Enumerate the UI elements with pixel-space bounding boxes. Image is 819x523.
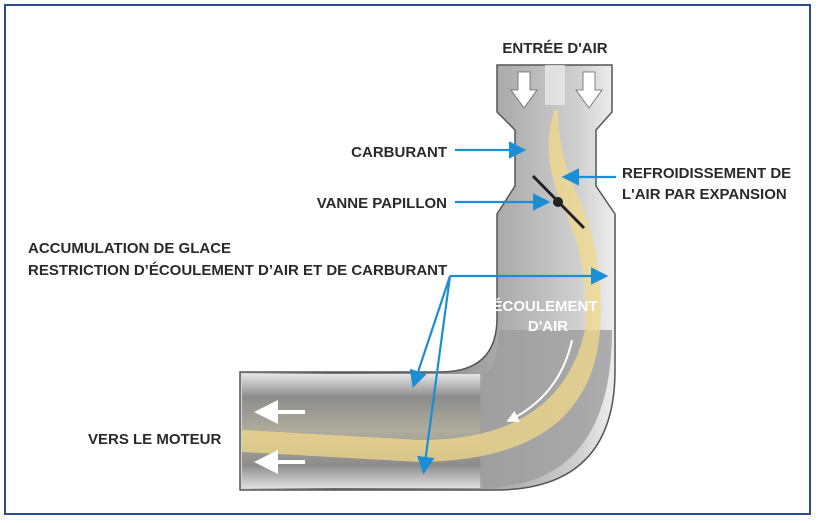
label-airflow-2: D'AIR bbox=[528, 318, 568, 335]
carburetor-pipe bbox=[239, 64, 616, 491]
label-fuel: CARBURANT bbox=[351, 144, 447, 161]
down-arrow-icon bbox=[510, 71, 538, 109]
throttle-valve bbox=[531, 174, 586, 230]
label-ice-2: RESTRICTION D’ÉCOULEMENT D’AIR ET DE CAR… bbox=[28, 262, 447, 279]
outlet-arrows bbox=[254, 339, 573, 474]
label-cooling-1: REFROIDISSEMENT DE bbox=[622, 165, 791, 182]
inlet-arrows bbox=[510, 71, 603, 109]
label-throttle: VANNE PAPILLON bbox=[317, 195, 447, 212]
label-to-engine: VERS LE MOTEUR bbox=[88, 431, 222, 448]
label-ice-1: ACCUMULATION DE GLACE bbox=[28, 240, 231, 257]
ice-callout-arrow bbox=[417, 275, 452, 475]
label-air-inlet: ENTRÉE D'AIR bbox=[502, 40, 607, 57]
label-cooling-2: L'AIR PAR EXPANSION bbox=[622, 186, 787, 203]
ice-callout-arrow bbox=[409, 275, 452, 389]
curved-flow-arrow-icon bbox=[506, 339, 573, 422]
label-airflow-1: ÉCOULEMENT bbox=[493, 298, 598, 315]
callout-arrows bbox=[409, 141, 616, 475]
diagram-frame bbox=[4, 4, 811, 515]
down-arrow-icon bbox=[575, 71, 603, 109]
